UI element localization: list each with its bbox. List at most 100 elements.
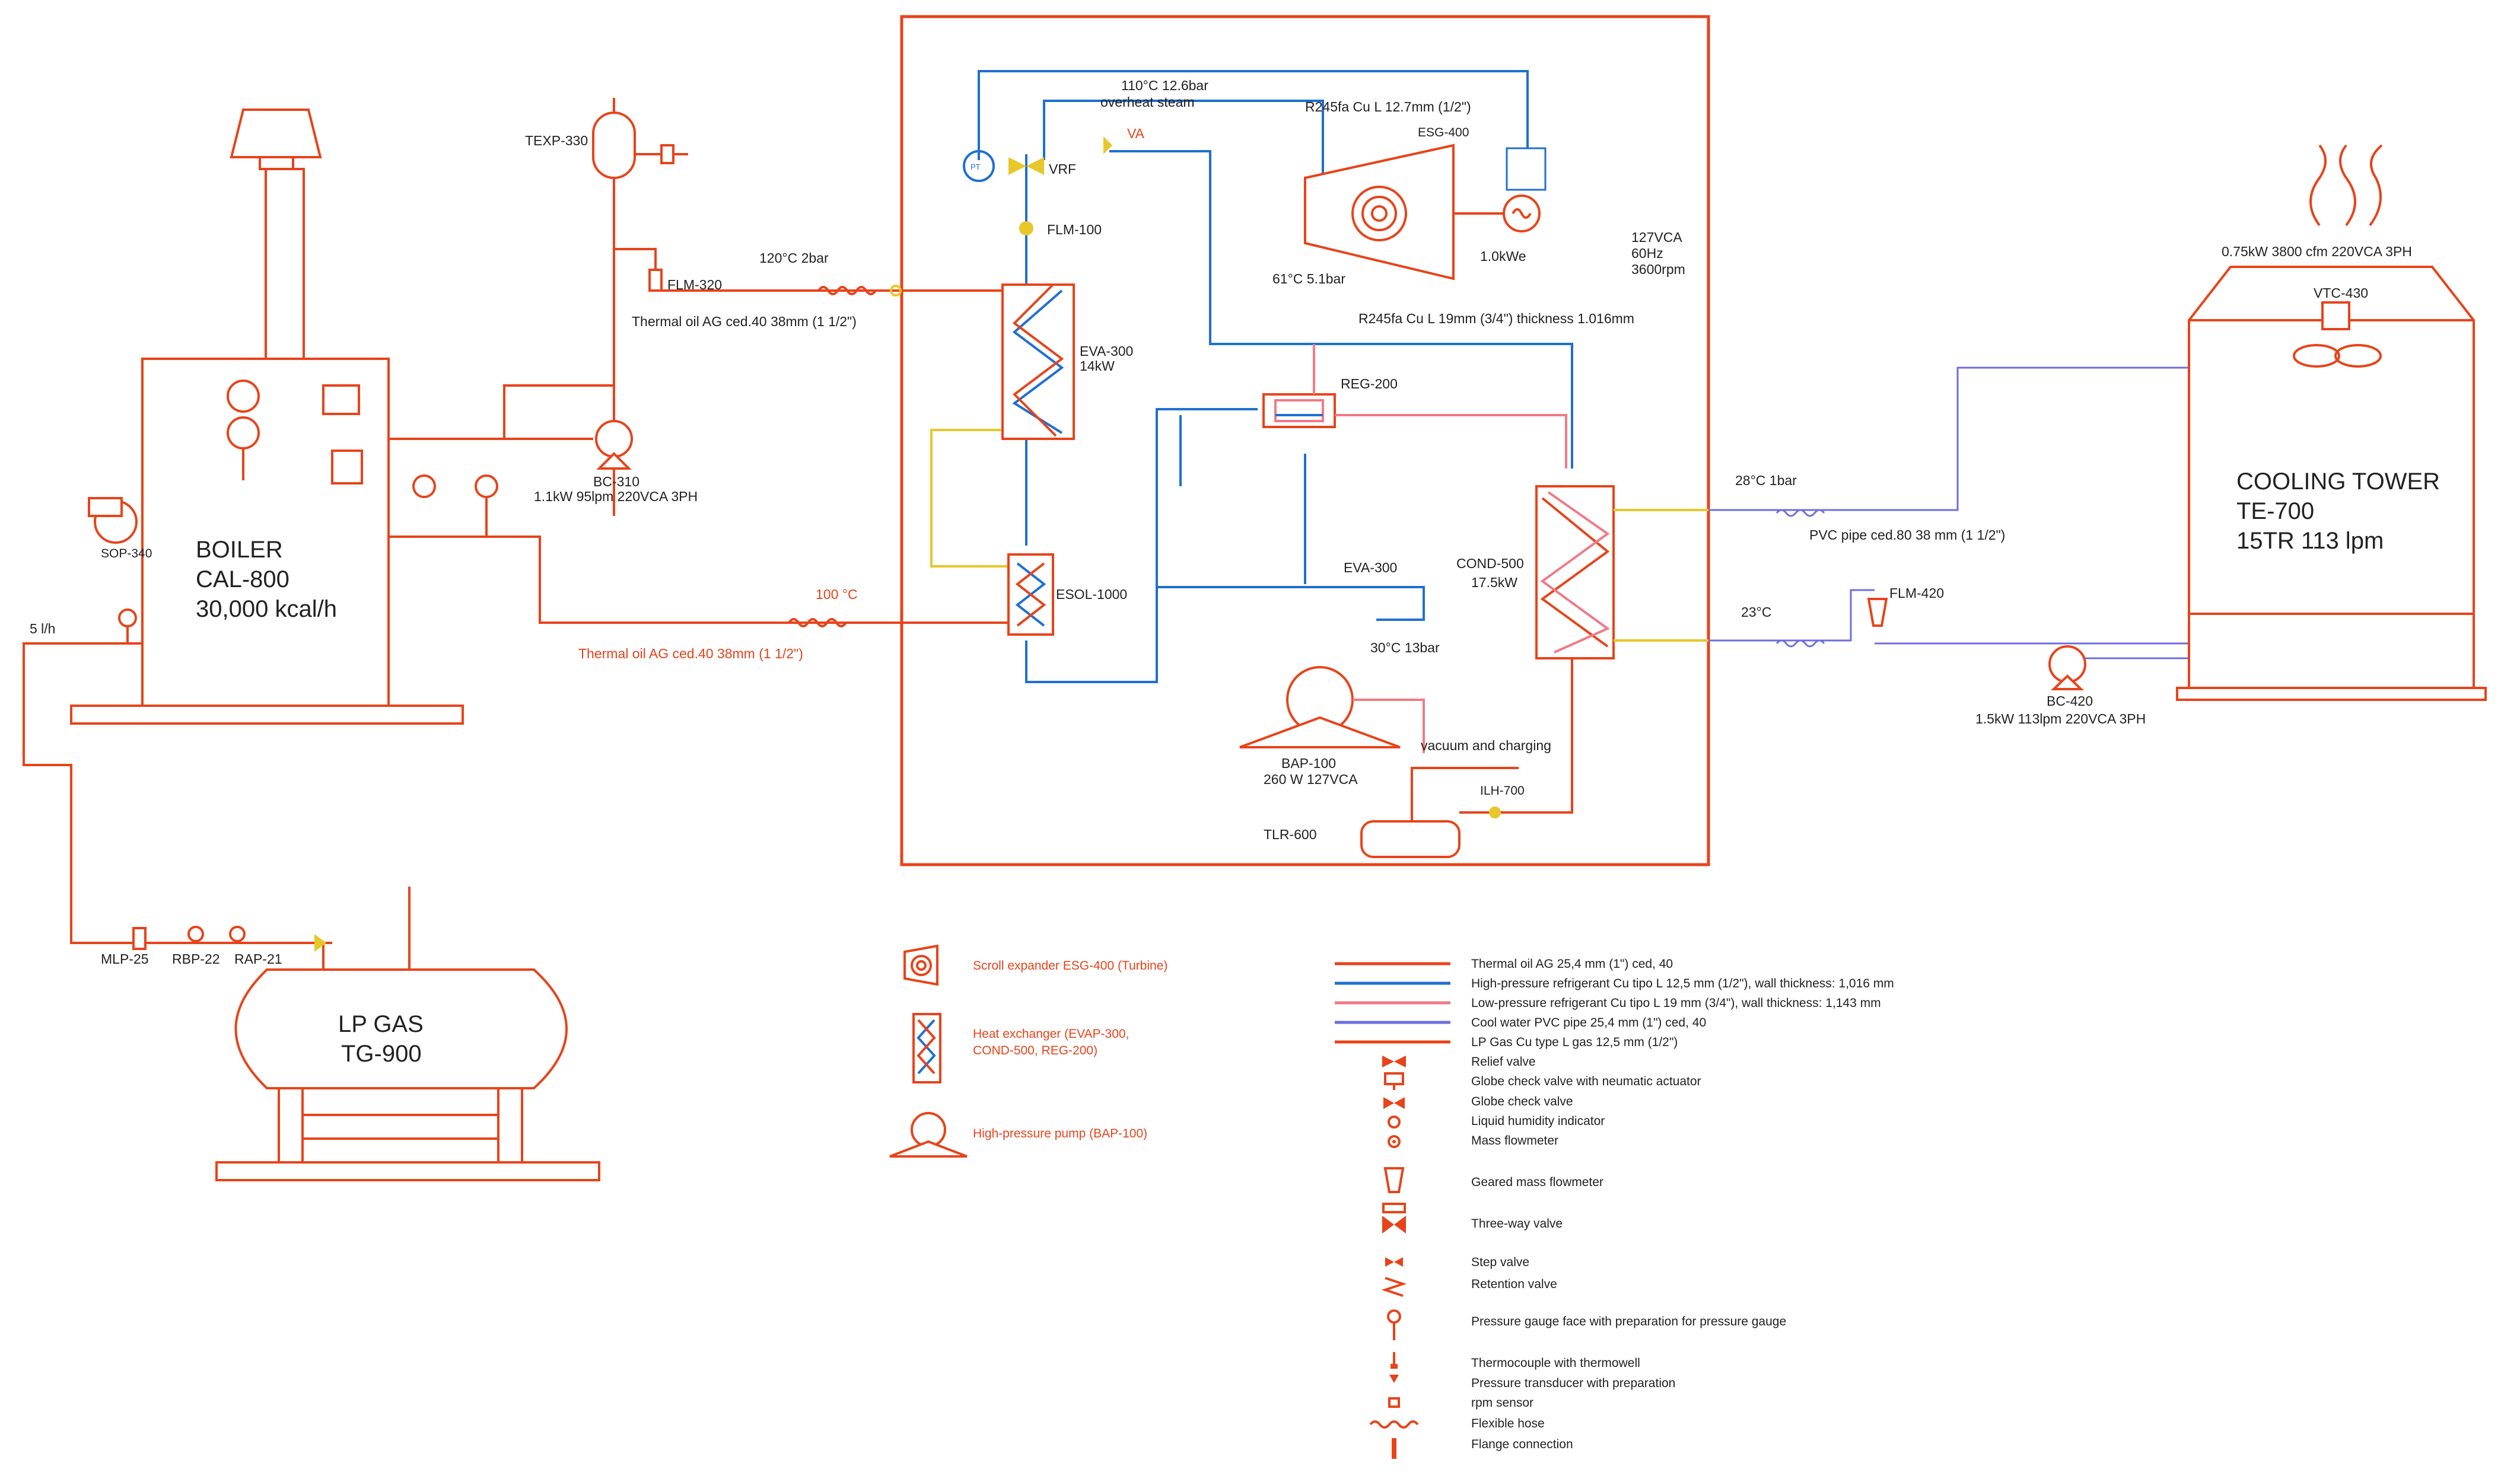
vacuum-label: vacuum and charging <box>1421 738 1551 753</box>
evaporator: EVA-300 14kW <box>1001 283 1133 440</box>
three-way-valve-icon <box>1382 1203 1406 1234</box>
svg-text:PT: PT <box>971 162 981 171</box>
regenerator: REG-200 <box>1262 376 1398 428</box>
hp-pipe-label: R245fa Cu L 12.7mm (1/2") <box>1305 99 1471 114</box>
pump-outlet: 30°C 13bar <box>1370 640 1440 655</box>
preheater: ESOL-1000 <box>1007 553 1127 636</box>
orc-pump: BAP-100 260 W 127VCA <box>1239 666 1425 787</box>
receiver-tank: TLR-600 <box>1264 820 1461 858</box>
va-valve: VA <box>1103 126 1145 154</box>
thermocouple-icon <box>1391 1352 1398 1369</box>
relief-valve-icon <box>1382 1056 1406 1067</box>
svg-text:Low-pressure refrigerant Cu ti: Low-pressure refrigerant Cu tipo L 19 mm… <box>1471 996 1881 1010</box>
lp-gas-model: TG-900 <box>341 1041 422 1067</box>
legend-symbols: Scroll expander ESG-400 (Turbine) Heat e… <box>889 944 1167 1158</box>
gas-valve-mlp: MLP-25 <box>101 951 149 967</box>
vrf-valve: VRF <box>1008 157 1076 177</box>
overheat-label: overheat steam <box>1100 94 1195 110</box>
lp-pipe-label: R245fa Cu L 19mm (3/4") thickness 1.016m… <box>1358 311 1634 326</box>
svg-text:Thermocouple with thermowell: Thermocouple with thermowell <box>1471 1356 1640 1370</box>
legend-expander: Scroll expander ESG-400 (Turbine) <box>903 944 1167 986</box>
svg-text:Scroll expander ESG-400 (Turbi: Scroll expander ESG-400 (Turbine) <box>973 959 1167 973</box>
oil-return-temp: 100 °C <box>816 587 858 602</box>
orc-flowmeter: FLM-100 <box>1019 221 1102 237</box>
globe-check-valve-icon <box>1383 1097 1405 1109</box>
scroll-expander: ESG-400 <box>1304 126 1469 281</box>
boiler-capacity: 30,000 kcal/h <box>196 596 337 622</box>
svg-text:Geared mass flowmeter: Geared mass flowmeter <box>1471 1175 1603 1189</box>
retention-valve-icon <box>1381 1277 1407 1297</box>
humidity-indicator-icon <box>1388 1116 1401 1129</box>
orc-module-frame <box>900 15 1710 866</box>
boiler-fan: SOP-340 <box>88 497 152 560</box>
cooling-return-temp: 23°C <box>1741 604 1771 620</box>
svg-text:LP Gas Cu type L gas 12,5 mm (: LP Gas Cu type L gas 12,5 mm (1/2") <box>1471 1035 1678 1049</box>
svg-text:Heat exchanger (EVAP-300,: Heat exchanger (EVAP-300, <box>973 1027 1129 1041</box>
svg-text:COND-500: COND-500 <box>1456 556 1524 571</box>
svg-text:FLM-420: FLM-420 <box>1889 585 1944 601</box>
svg-text:COND-500, REG-200): COND-500, REG-200) <box>973 1044 1097 1057</box>
svg-text:Relief valve: Relief valve <box>1471 1055 1536 1069</box>
gas-valves: MLP-25 RBP-22 RAP-21 <box>101 926 326 967</box>
oil-supply-pipe: Thermal oil AG ced.40 38mm (1 1/2") <box>632 314 857 329</box>
cooling-tower: COOLING TOWER TE-700 15TR 113 lpm <box>2176 266 2487 701</box>
exhaust-conditions: 61°C 5.1bar <box>1272 271 1345 286</box>
evaporator-power: 14kW <box>1080 358 1115 374</box>
svg-text:BC-310: BC-310 <box>593 474 639 489</box>
legend-lines: Thermal oil AG 25,4 mm (1") ced, 40 High… <box>1335 957 1894 1049</box>
pressure-transducer: PT <box>963 150 995 182</box>
boiler: BOILER CAL-800 30,000 kcal/h <box>70 109 464 725</box>
tower-capacity: 15TR 113 lpm <box>2236 528 2384 554</box>
geared-mass-flowmeter-icon <box>1383 1167 1405 1193</box>
generator: 1.0kWe <box>1480 147 1547 264</box>
oil-return-pipe: Thermal oil AG ced.40 38mm (1 1/2") <box>578 646 803 661</box>
svg-text:FLM-100: FLM-100 <box>1047 222 1102 237</box>
svg-text:BC-420: BC-420 <box>2047 693 2093 709</box>
svg-text:EVA-300: EVA-300 <box>1080 343 1133 359</box>
boiler-model: CAL-800 <box>196 566 289 592</box>
svg-text:TLR-600: TLR-600 <box>1264 827 1316 842</box>
pressure-gauge-icon <box>1387 1309 1401 1340</box>
svg-text:Pressure gauge face with prepa: Pressure gauge face with preparation for… <box>1471 1315 1786 1328</box>
oil-flowmeter: FLM-320 <box>667 277 722 292</box>
svg-text:Step valve: Step valve <box>1471 1255 1529 1269</box>
svg-text:Flange connection: Flange connection <box>1471 1438 1573 1451</box>
lp-gas-name: LP GAS <box>338 1011 424 1037</box>
fuel-rate: 5 l/h <box>30 621 55 636</box>
cooling-pump-spec: 1.5kW 113lpm 220VCA 3PH <box>1975 711 2146 726</box>
orc-pump-spec: 260 W 127VCA <box>1264 772 1358 787</box>
cooling-pump: BC-420 1.5kW 113lpm 220VCA 3PH <box>1975 645 2146 726</box>
svg-text:Liquid humidity indicator: Liquid humidity indicator <box>1471 1114 1605 1128</box>
mass-flowmeter-icon <box>1388 1135 1401 1148</box>
flexible-hose-icon <box>1369 1420 1419 1429</box>
svg-text:Mass flowmeter: Mass flowmeter <box>1471 1134 1558 1148</box>
cooling-pipe: PVC pipe ced.80 38 mm (1 1/2") <box>1809 527 2005 543</box>
legend-pump: High-pressure pump (BAP-100) <box>889 1112 1147 1158</box>
overheat-conditions: 110°C 12.6bar <box>1121 78 1208 93</box>
svg-text:SOP-340: SOP-340 <box>101 547 152 560</box>
humidity-indicator: ILH-700 <box>1480 784 1525 798</box>
svg-text:VTC-430: VTC-430 <box>2314 285 2368 301</box>
svg-text:ESOL-1000: ESOL-1000 <box>1056 587 1127 602</box>
legend-items: Relief valve Globe check valve with neum… <box>1369 1055 1786 1459</box>
rpm-sensor-icon <box>1388 1397 1400 1408</box>
pressure-transducer-icon <box>1389 1375 1399 1383</box>
generator-power: 1.0kWe <box>1480 248 1526 264</box>
svg-text:High-pressure refrigerant Cu t: High-pressure refrigerant Cu tipo L 12,5… <box>1471 977 1894 990</box>
svg-text:ESG-400: ESG-400 <box>1418 126 1469 139</box>
svg-text:Retention valve: Retention valve <box>1471 1277 1557 1291</box>
oil-pump-spec: 1.1kW 95lpm 220VCA 3PH <box>534 489 698 504</box>
tower-fan-spec: 0.75kW 3800 cfm 220VCA 3PH <box>2222 244 2412 259</box>
gen-volt: 127VCA <box>1631 230 1682 245</box>
gen-freq: 60Hz <box>1631 246 1663 261</box>
tower-fan: VTC-430 0.75kW 3800 cfm 220VCA 3PH <box>2222 244 2412 368</box>
svg-text:rpm sensor: rpm sensor <box>1471 1396 1533 1410</box>
condenser: COND-500 17.5kW <box>1456 485 1615 659</box>
svg-text:BAP-100: BAP-100 <box>1281 756 1336 771</box>
svg-text:High-pressure pump (BAP-100): High-pressure pump (BAP-100) <box>973 1127 1147 1140</box>
cooling-flowmeter: FLM-420 <box>1867 585 1944 627</box>
expansion-tank: TEXP-330 <box>525 98 688 179</box>
svg-text:Cool water PVC pipe 25,4 mm (1: Cool water PVC pipe 25,4 mm (1") ced, 40 <box>1471 1016 1706 1030</box>
svg-text:Globe check valve: Globe check valve <box>1471 1095 1573 1108</box>
boiler-name: BOILER <box>196 537 283 563</box>
